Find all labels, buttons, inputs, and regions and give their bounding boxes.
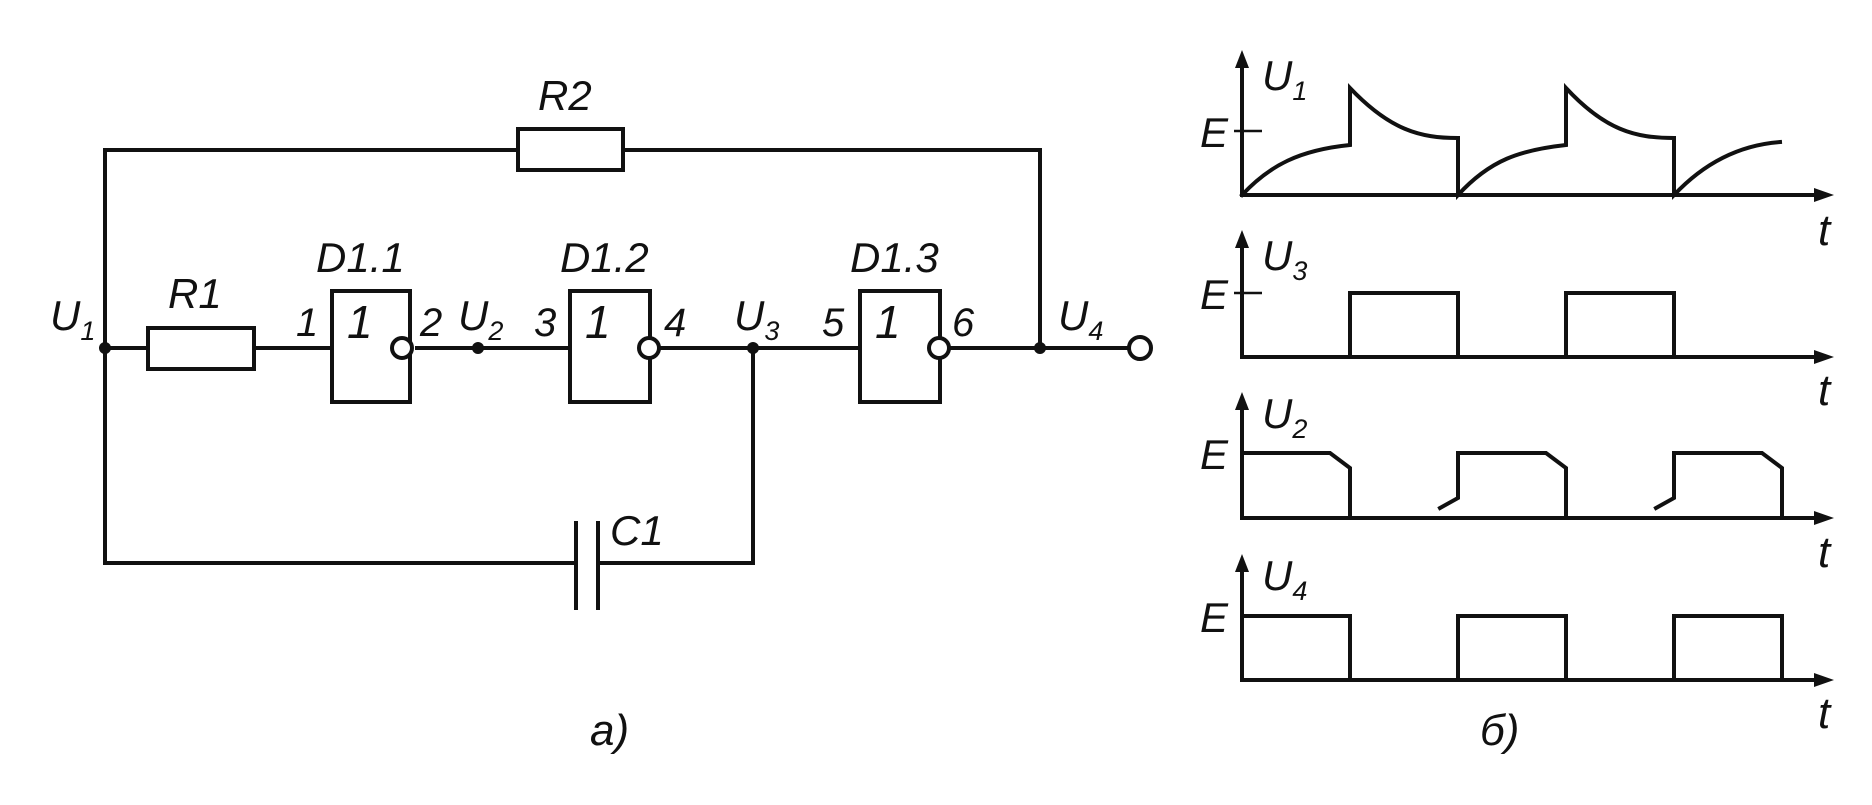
signal-label-u1-sub: 1 (1292, 76, 1307, 106)
gate-symbol-d1-1: 1 (347, 296, 373, 348)
timing-plot-u1: E t U1 (1200, 50, 1834, 255)
caption-b: б) (1480, 706, 1519, 755)
inverter-bubble-d1-3 (927, 336, 951, 360)
output-terminal (1127, 335, 1153, 361)
y-axis-arrow-u4 (1235, 554, 1249, 572)
timing-plot-u4: E t U4 (1200, 552, 1834, 738)
label-u4-sub: 4 (1088, 316, 1103, 346)
trace-u1 (1239, 82, 1783, 201)
gate-d1-3 (858, 289, 942, 404)
inverter-bubble-d1-2 (637, 336, 661, 360)
x-axis-arrow-u4 (1814, 673, 1834, 687)
label-u4-main: U (1058, 292, 1089, 339)
trace-u3 (1348, 291, 1676, 359)
label-u1-sub: 1 (80, 316, 95, 346)
y-axis-arrow-u2 (1235, 392, 1249, 410)
inverter-bubble-d1-1 (390, 336, 414, 360)
pin-4: 4 (664, 301, 686, 345)
level-label-u2: E (1200, 431, 1229, 478)
label-u3-sub: 3 (764, 316, 779, 346)
gate-symbol-d1-2: 1 (585, 296, 611, 348)
x-axis-arrow-u2 (1814, 511, 1834, 525)
x-axis-arrow-u1 (1814, 188, 1834, 202)
y-axis-arrow-u3 (1235, 230, 1249, 248)
x-axis-arrow-u3 (1814, 350, 1834, 364)
time-label-u2: t (1818, 528, 1832, 577)
signal-label-u4: U4 (1262, 552, 1307, 606)
y-axis-arrow-u1 (1235, 50, 1249, 68)
label-u3: U3 (734, 292, 779, 346)
label-u1: U1 (50, 292, 95, 346)
label-r2: R2 (538, 72, 592, 119)
signal-label-u3: U3 (1262, 232, 1307, 286)
label-u2-main: U (458, 292, 489, 339)
signal-label-u2-main: U (1262, 390, 1293, 437)
time-label-u4: t (1818, 689, 1832, 738)
pin-5: 5 (822, 301, 845, 345)
pin-6: 6 (952, 301, 975, 345)
capacitor-c1 (574, 521, 600, 610)
pin-1: 1 (296, 301, 318, 345)
gate-symbol-d1-3: 1 (875, 296, 901, 348)
timing-plot-u2: E t U2 (1200, 390, 1834, 577)
signal-label-u4-main: U (1262, 552, 1293, 599)
time-label-u3: t (1818, 366, 1832, 415)
pin-3: 3 (534, 301, 556, 345)
junction-u3 (747, 342, 759, 354)
junction-u4 (1034, 342, 1046, 354)
signal-label-u1-main: U (1262, 52, 1293, 99)
label-d1-2: D1.2 (560, 234, 649, 281)
trace-u2 (1240, 451, 1784, 520)
label-u2-sub: 2 (487, 316, 503, 346)
label-c1: C1 (610, 507, 664, 554)
signal-label-u4-sub: 4 (1292, 576, 1307, 606)
pin-2: 2 (419, 301, 442, 345)
label-r1: R1 (168, 270, 222, 317)
signal-label-u2-sub: 2 (1291, 414, 1307, 444)
junction-u1 (99, 342, 111, 354)
level-label-u4: E (1200, 594, 1229, 641)
timing-diagram: E t U1 E t U3 E t U2 (1200, 50, 1834, 755)
junction-u2 (472, 342, 484, 354)
label-u2: U2 (458, 292, 503, 346)
label-u1-main: U (50, 292, 81, 339)
caption-a: а) (590, 706, 629, 755)
trace-u4 (1240, 614, 1784, 682)
resistor-r1 (146, 326, 256, 371)
label-u4: U4 (1058, 292, 1103, 346)
level-label-u3: E (1200, 271, 1229, 318)
signal-label-u1: U1 (1262, 52, 1307, 106)
signal-label-u2: U2 (1262, 390, 1307, 444)
level-label-u1: E (1200, 109, 1229, 156)
wire-bottom-capacitor (103, 346, 755, 565)
label-d1-1: D1.1 (316, 234, 405, 281)
resistor-r2 (516, 127, 625, 172)
circuit-diagram: R2 R1 C1 D1.1 D1.2 D1.3 1 1 1 1 2 3 4 5 … (50, 72, 1153, 755)
label-u3-main: U (734, 292, 765, 339)
label-d1-3: D1.3 (850, 234, 939, 281)
signal-label-u3-main: U (1262, 232, 1293, 279)
time-label-u1: t (1818, 206, 1832, 255)
timing-plot-u3: E t U3 (1200, 230, 1834, 415)
signal-label-u3-sub: 3 (1292, 256, 1307, 286)
